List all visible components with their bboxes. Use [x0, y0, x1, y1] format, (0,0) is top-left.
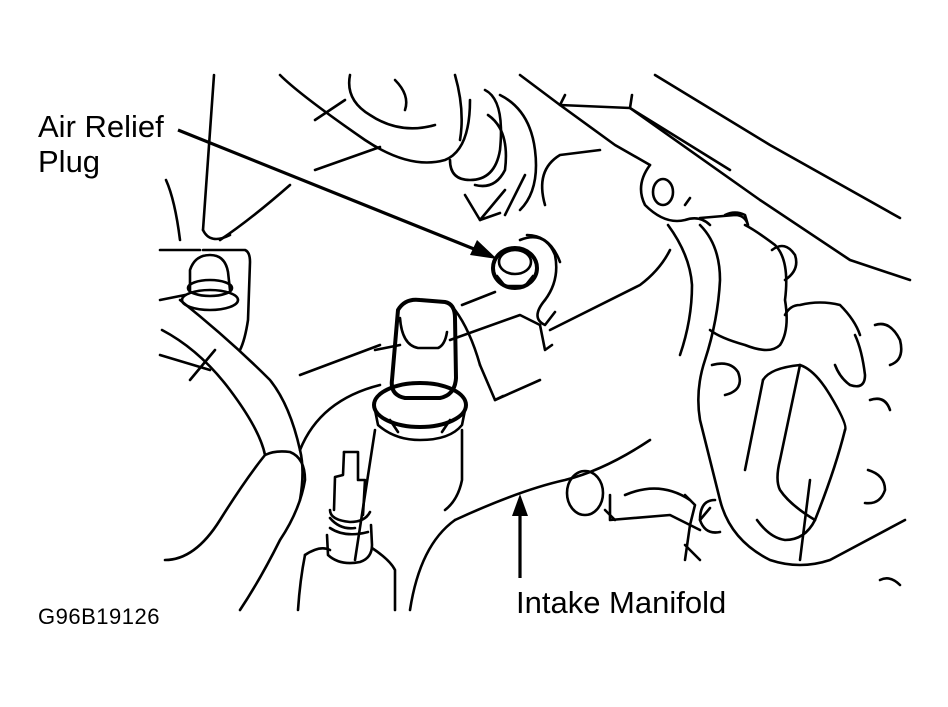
- figure-id-code: G96B19126: [38, 604, 160, 629]
- air-relief-plug-label: Air Relief Plug: [38, 111, 164, 177]
- intake-manifold-label: Intake Manifold: [516, 585, 727, 620]
- air-relief-plug-label-line1: Air Relief: [38, 109, 164, 144]
- air-relief-plug-label-line2: Plug: [38, 144, 101, 179]
